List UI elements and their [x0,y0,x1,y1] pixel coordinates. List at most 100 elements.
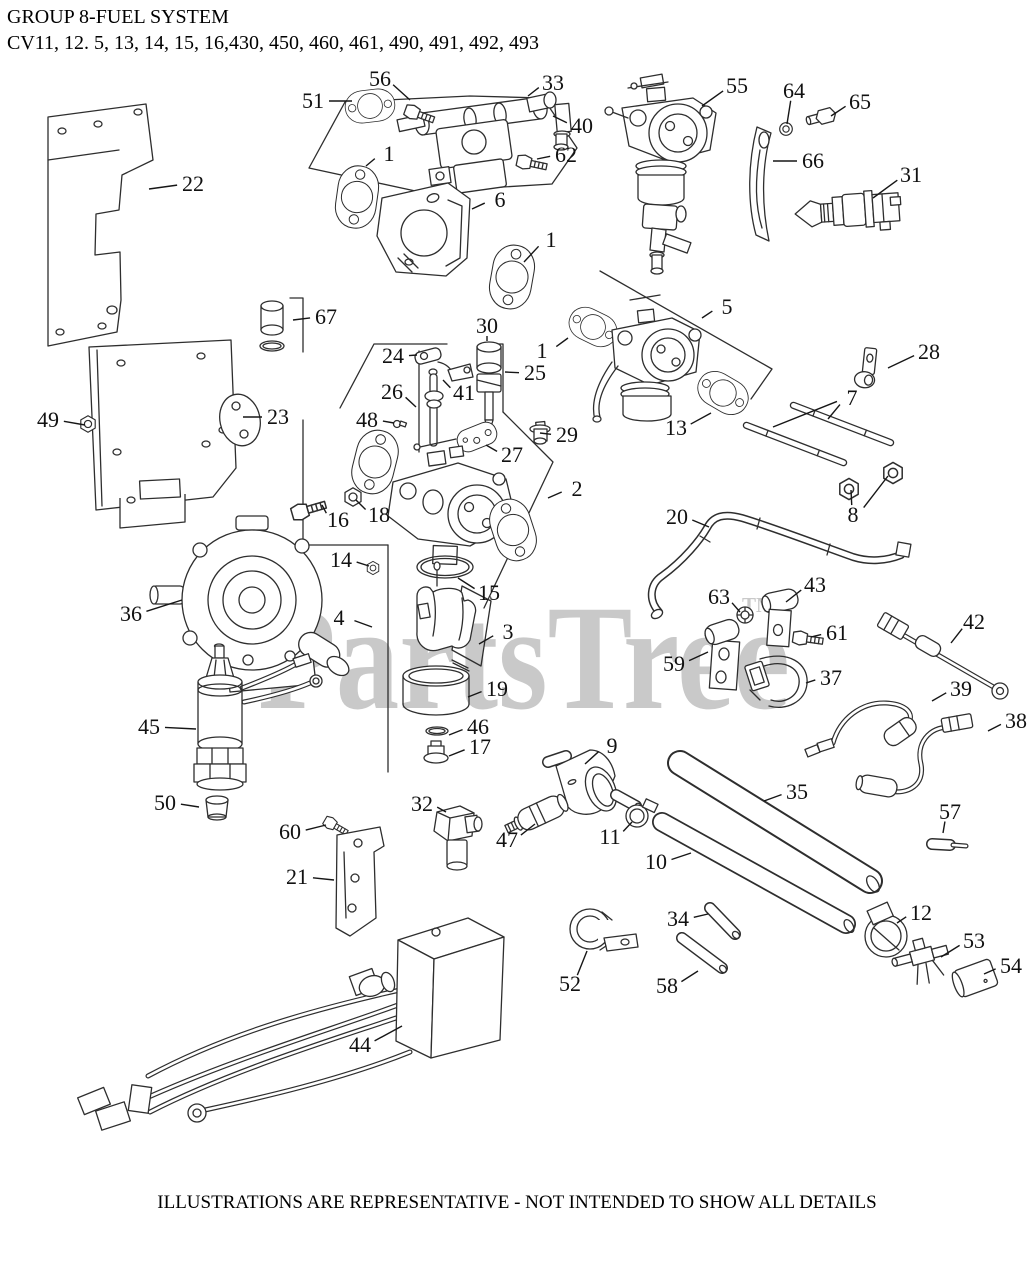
leader-29 [539,432,552,435]
leader-17 [448,749,465,757]
leader-2 [547,491,563,499]
part-5-frame [599,270,773,400]
callout-15: 15 [478,580,500,605]
callout-44: 44 [349,1032,371,1057]
callout-62: 62 [555,142,577,167]
callout-34: 34 [667,906,689,931]
leader-33 [527,87,540,97]
callout-21: 21 [286,864,308,889]
part-16-bolt [289,496,329,523]
leader-20 [692,519,710,528]
callout-6: 6 [494,187,506,212]
part-9-fuel-filter [542,749,644,815]
leader-36 [146,599,183,613]
leader-49 [63,420,86,426]
part-54-cap [951,958,999,998]
leader-8 [850,489,853,506]
leader-27 [485,444,498,453]
leader-4 [354,619,373,628]
part-38-wire [855,713,974,798]
leader-lines [63,84,1002,1042]
leader-62 [536,155,551,160]
part-13-gasket [691,364,755,422]
callout-2: 2 [571,476,583,501]
leader-58 [681,970,699,983]
callout-10: 10 [645,849,667,874]
part-2-carburetor [387,438,517,566]
callout-11: 11 [599,824,621,849]
watermark-text: PartsTree [258,575,790,741]
part-29-bolt [529,420,551,445]
callout-22: 22 [182,171,204,196]
leader-46 [448,729,463,736]
part-43-plate [766,608,792,648]
callout-8: 8 [847,502,859,527]
leader-39 [931,692,947,702]
part-58-tube [676,932,728,974]
callout-54: 54 [1000,953,1022,978]
leader-45 [164,726,197,730]
leader-48 [382,420,395,424]
part-17-drain-bolt [423,740,449,764]
leader-1 [523,245,540,263]
footer-note: ILLUSTRATIONS ARE REPRESENTATIVE - NOT I… [157,1192,877,1213]
callout-32: 32 [411,791,433,816]
leader-1 [555,337,569,348]
callout-64: 64 [783,78,805,103]
callout-1: 1 [536,338,548,363]
part-28-bracket [853,347,878,389]
leader-65 [830,105,846,117]
callout-61: 61 [826,620,848,645]
callout-19: 19 [486,676,508,701]
part-14-nut [366,560,380,576]
part-63-washer [736,606,754,624]
part-36-pump [149,515,350,693]
callout-67: 67 [315,304,337,329]
part-52-clamp [569,908,639,952]
part-20-fuel-line [647,511,912,620]
callout-33: 33 [542,70,564,95]
leader-1 [365,158,376,167]
leader-14 [356,561,370,567]
leader-42 [950,628,963,644]
part-35-hose [667,750,883,894]
part-30-cap [476,341,502,374]
part-24-lever [414,347,474,382]
part-67-spacer [259,297,304,353]
part-41-shaft [424,368,444,447]
leader-59 [688,651,709,662]
cluster-frame-left [339,343,448,409]
callout-51: 51 [302,88,324,113]
part-45-solenoid [193,643,323,791]
leader-40 [552,115,568,124]
leader-56 [392,84,411,101]
leader-52 [576,950,588,976]
callout-39: 39 [950,676,972,701]
leader-34 [693,913,709,919]
leader-44 [374,1025,403,1042]
leader-64 [786,100,792,125]
leader-19 [467,691,482,698]
leader-3 [478,635,494,645]
leader-13 [690,412,712,425]
part-21-bracket [335,826,385,937]
part-8-nut-a [839,477,859,501]
callout-9: 9 [606,733,618,758]
leader-9 [584,751,600,765]
leader-8 [863,475,889,508]
leader-47 [520,823,536,836]
callout-42: 42 [963,609,985,634]
callout-36: 36 [120,601,142,626]
part-50-cap [205,795,229,821]
callout-38: 38 [1005,708,1027,733]
page-subtitle: CV11, 12. 5, 13, 14, 15, 16,430, 450, 46… [7,32,540,54]
diagram-header: GROUP 8-FUEL SYSTEM CV11, 12. 5, 13, 14,… [7,4,539,56]
callout-55: 55 [726,73,748,98]
part-2-frame-right [483,411,554,609]
watermark: PartsTree TM [258,575,790,741]
part-40-fuel-pump [396,91,572,194]
part-62-bolt [515,153,549,175]
callout-66: 66 [802,148,824,173]
part-33-fitting [526,91,572,151]
